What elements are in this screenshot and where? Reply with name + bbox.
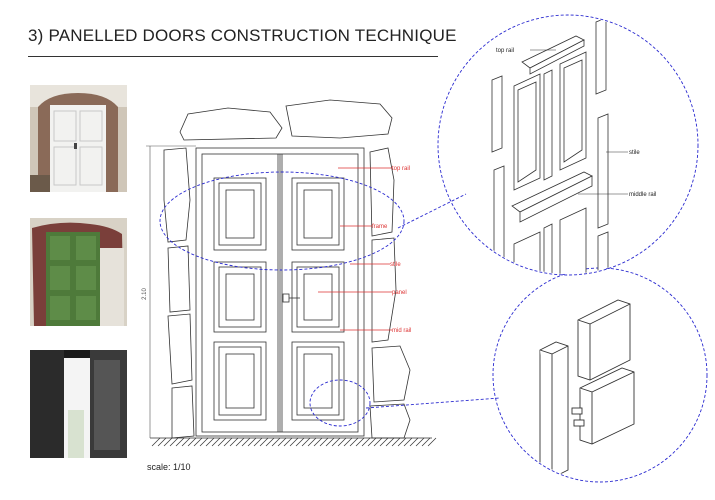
label-panel: panel xyxy=(392,290,407,296)
door-handle xyxy=(282,293,290,303)
right-stone-3 xyxy=(371,345,411,403)
ground-hatch xyxy=(265,437,275,447)
ground-hatch xyxy=(373,437,383,447)
lintel-stone-right xyxy=(285,99,393,139)
ground-hatch xyxy=(397,437,407,447)
left-stone-1 xyxy=(163,147,191,243)
ground-hatch xyxy=(187,437,197,447)
ground-hatch xyxy=(205,437,215,447)
joint-detail xyxy=(539,299,635,479)
ground-hatch xyxy=(169,437,179,447)
door-panel xyxy=(225,273,255,321)
right-stone-2 xyxy=(371,237,397,343)
ground-hatch xyxy=(151,437,161,447)
ground-hatch xyxy=(313,437,323,447)
photo-green-door xyxy=(30,218,127,326)
photo-open-doorway xyxy=(30,350,127,458)
door-panel xyxy=(296,266,340,328)
ground-hatch xyxy=(217,437,227,447)
ground-hatch xyxy=(301,437,311,447)
ground-hatch xyxy=(349,437,359,447)
ground-hatch xyxy=(223,437,233,447)
scale-note: scale: 1/10 xyxy=(147,462,191,472)
title-underline xyxy=(28,56,438,57)
door-panel xyxy=(213,341,267,421)
door-panel xyxy=(225,353,255,409)
ground-hatch xyxy=(409,437,419,447)
ground-hatch xyxy=(367,437,377,447)
dimension-value: 2.10 xyxy=(142,288,148,300)
photo-white-door xyxy=(30,85,127,192)
door-panel xyxy=(225,189,255,239)
ground-hatch xyxy=(211,437,221,447)
ground-hatch xyxy=(163,437,173,447)
ground-hatch xyxy=(289,437,299,447)
highlight-ellipse-bottom xyxy=(309,379,371,427)
ground-hatch xyxy=(385,437,395,447)
ground-hatch xyxy=(229,437,239,447)
door-panel xyxy=(303,189,333,239)
ground-hatch xyxy=(193,437,203,447)
ground-hatch xyxy=(403,437,413,447)
detail-label-top-rail: top rail xyxy=(496,48,514,54)
ground-hatch xyxy=(355,437,365,447)
page-title: 3) PANELLED DOORS CONSTRUCTION TECHNIQUE xyxy=(28,26,457,45)
ground-hatch xyxy=(241,437,251,447)
door-panel xyxy=(296,346,340,416)
door-panel xyxy=(218,182,262,246)
detail-circle-top xyxy=(437,14,699,276)
label-top-rail: top rail xyxy=(392,166,410,172)
ground-hatch xyxy=(379,437,389,447)
door-panel xyxy=(213,261,267,333)
ground-hatch xyxy=(427,437,437,447)
ground-hatch xyxy=(331,437,341,447)
detail-label-middle-rail: middle rail xyxy=(629,192,656,198)
right-stone-4 xyxy=(369,403,411,439)
lintel-stone-left xyxy=(179,107,283,141)
door-panel xyxy=(291,261,345,333)
ground-hatch xyxy=(337,437,347,447)
door-panel xyxy=(296,182,340,246)
left-stone-4 xyxy=(171,385,195,439)
ground-hatch xyxy=(391,437,401,447)
door-panel xyxy=(218,266,262,328)
ground-hatch xyxy=(247,437,257,447)
door-panel xyxy=(303,353,333,409)
ground-hatch xyxy=(271,437,281,447)
ground-hatch xyxy=(235,437,245,447)
detail-circle-bottom xyxy=(492,267,708,483)
ground-hatch xyxy=(361,437,371,447)
label-stile: stile xyxy=(390,262,401,268)
label-frame: frame xyxy=(372,224,388,230)
ground-hatch xyxy=(277,437,287,447)
door-panel xyxy=(218,346,262,416)
ground-hatch xyxy=(199,437,209,447)
ground-hatch xyxy=(283,437,293,447)
ground-hatch xyxy=(181,437,191,447)
door-panel xyxy=(213,177,267,251)
label-mid-rail: mid rail xyxy=(392,328,411,334)
ground-hatch xyxy=(157,437,167,447)
ground-hatch xyxy=(253,437,263,447)
highlight-ellipse-top xyxy=(159,171,405,271)
detail-label-stile: stile xyxy=(629,150,640,156)
door-panel xyxy=(291,177,345,251)
ground-hatch xyxy=(319,437,329,447)
ground-hatch xyxy=(343,437,353,447)
ground-hatch xyxy=(259,437,269,447)
door-panel xyxy=(303,273,333,321)
right-stone-1 xyxy=(369,147,395,237)
ground-hatch xyxy=(307,437,317,447)
ground-hatch xyxy=(175,437,185,447)
ground-hatch xyxy=(415,437,425,447)
ground-hatch xyxy=(295,437,305,447)
ground-hatch xyxy=(421,437,431,447)
left-stone-2 xyxy=(167,245,191,313)
exploded-panel-detail xyxy=(491,17,609,274)
left-stone-3 xyxy=(167,313,193,385)
door-panel xyxy=(291,341,345,421)
ground-hatch xyxy=(325,437,335,447)
